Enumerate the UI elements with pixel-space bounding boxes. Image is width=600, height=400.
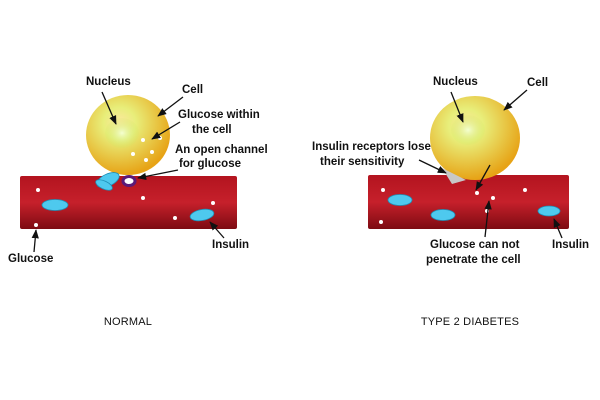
glucose-molecules bbox=[34, 188, 215, 227]
blood-vessel bbox=[368, 175, 569, 229]
caption-type2-diabetes: TYPE 2 DIABETES bbox=[421, 316, 519, 328]
blood-vessel bbox=[20, 176, 237, 229]
glucose-inside-cell bbox=[131, 136, 162, 162]
label-receptors: Insulin receptors lose their sensitivity bbox=[312, 141, 434, 168]
caption-normal: NORMAL bbox=[104, 316, 152, 328]
label-cell: Cell bbox=[527, 77, 548, 89]
normal-panel: Nucleus Cell Glucose within the cell An … bbox=[8, 76, 271, 328]
label-insulin: Insulin bbox=[212, 239, 249, 251]
label-cannot-penetrate: Glucose can not penetrate the cell bbox=[426, 239, 523, 266]
nucleus bbox=[105, 118, 139, 148]
nucleus bbox=[451, 115, 485, 145]
diabetes-panel: Nucleus Cell Insulin receptors lose thei… bbox=[312, 76, 589, 328]
insulin-molecules bbox=[387, 194, 561, 221]
desensitized-receptor bbox=[442, 168, 466, 184]
label-open-channel: An open channel for glucose bbox=[175, 144, 271, 170]
label-cell: Cell bbox=[182, 84, 203, 96]
label-glucose: Glucose bbox=[8, 253, 53, 265]
insulin-molecules bbox=[41, 199, 215, 222]
open-channel bbox=[121, 175, 137, 187]
label-nucleus: Nucleus bbox=[433, 76, 478, 88]
label-glucose-within: Glucose within the cell bbox=[178, 109, 263, 136]
label-nucleus: Nucleus bbox=[86, 76, 131, 88]
insulin-receptor bbox=[95, 179, 113, 191]
label-insulin: Insulin bbox=[552, 239, 589, 251]
